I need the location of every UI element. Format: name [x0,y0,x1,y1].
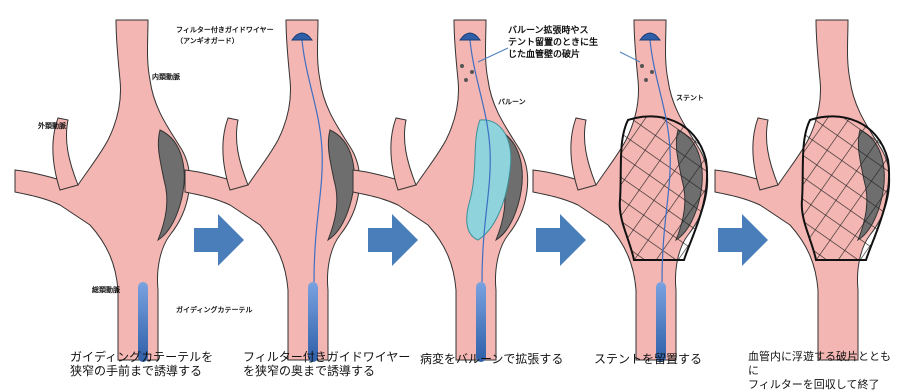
caption-1: ガイディングカテーテルを 狭窄の手前まで誘導する [70,350,213,378]
caption-5-line1: 血管内に浮遊する破片とともに [748,350,900,378]
panel-1 [15,20,190,362]
filter-wire-label: フィルター付きガイドワイヤー [176,26,274,35]
panel-4 [533,20,708,362]
guiding-catheter-label: ガイディングカテーテル [176,306,253,315]
arrow-right-icon [718,214,768,266]
caption-4: ステントを留置する [594,352,702,366]
caption-4-line1: ステントを留置する [594,352,702,366]
arrow-right-icon [194,214,244,266]
caption-3: 病変をバルーンで拡張する [420,352,563,366]
debris-note-line1: バルーン拡張時やス [508,26,589,37]
filter-wire-paren-label: （アンギオガード） [176,37,239,46]
external-carotid-label: 外頚動脈 [38,122,66,131]
arrow-right-icon [368,214,418,266]
caption-5: 血管内に浮遊する破片とともに フィルターを回収して終了 [748,350,900,392]
carotid-stenting-diagram [0,0,900,378]
debris-note-line2: テント留置のときに生 [508,38,598,49]
caption-2-line2: を狭窄の奥まで誘導する [243,364,410,378]
caption-1-line1: ガイディングカテーテルを [70,350,213,364]
common-carotid-label: 総頚動脈 [92,286,120,295]
caption-5-line2: フィルターを回収して終了 [748,378,900,392]
panel-3 [353,20,528,362]
balloon-label: バルーン [498,98,526,107]
caption-2-line1: フィルター付きガイドワイヤー [243,350,410,364]
internal-carotid-label: 内頚動脈 [152,73,180,82]
debris-note-line3: じた血管壁の破片 [508,50,580,61]
stent-label: ステント [676,94,704,103]
arrow-right-icon [536,214,586,266]
caption-3-line1: 病変をバルーンで拡張する [420,352,563,366]
caption-1-line2: 狭窄の手前まで誘導する [70,364,213,378]
caption-2: フィルター付きガイドワイヤー を狭窄の奥まで誘導する [243,350,410,378]
panel-5 [715,20,890,360]
